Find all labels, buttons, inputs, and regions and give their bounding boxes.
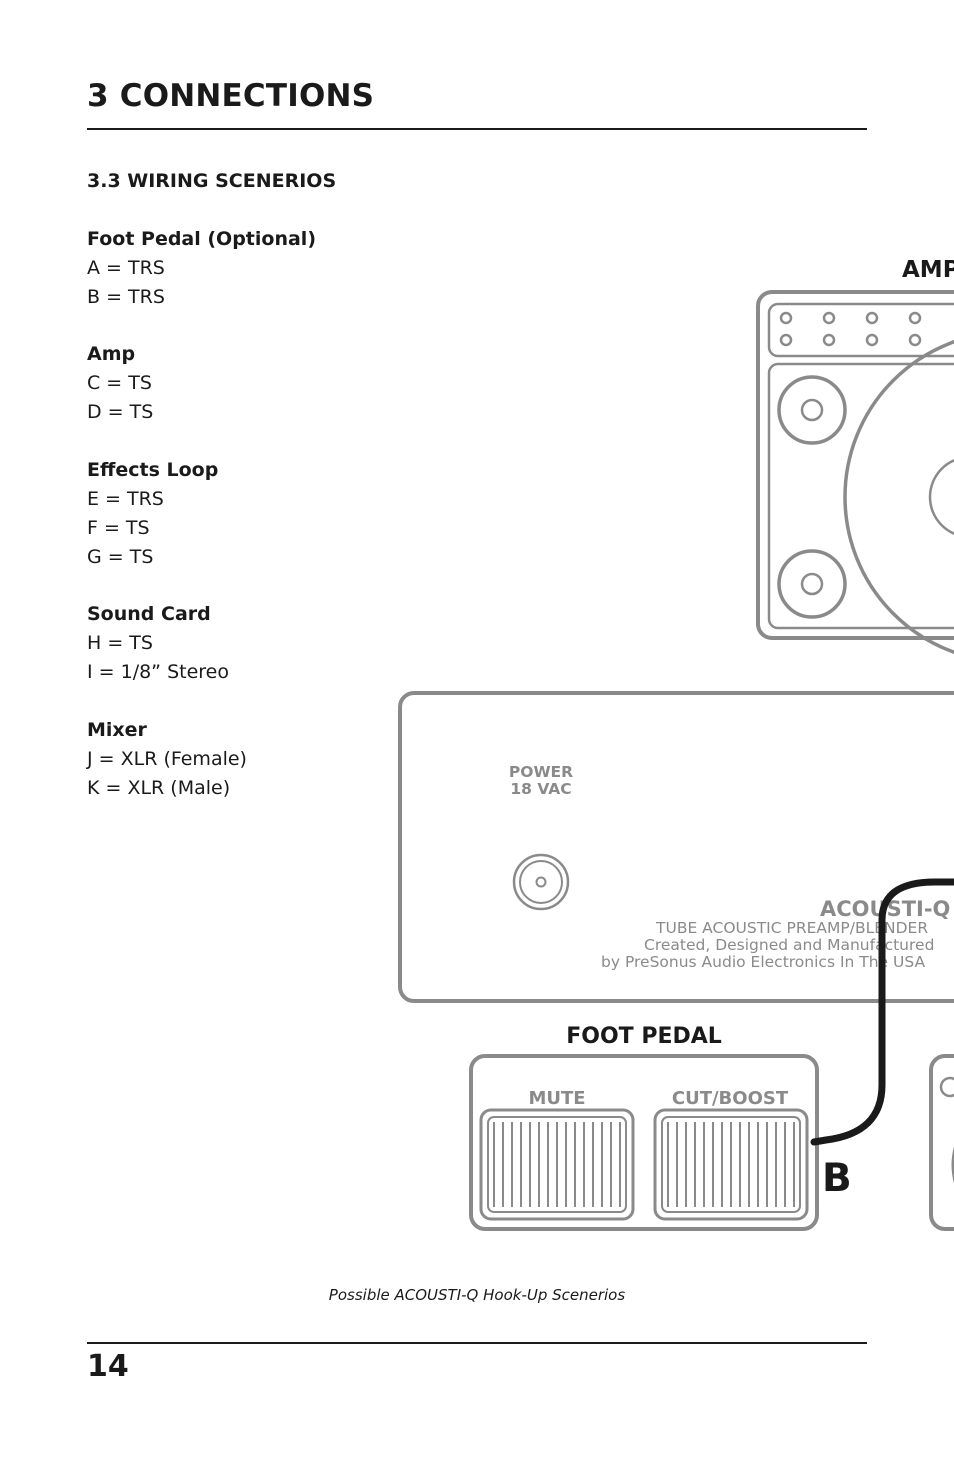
section-subtitle: 3.3 WIRING SCENERIOS xyxy=(87,170,337,192)
amp-device: AMP xyxy=(756,257,954,655)
figure-caption: Possible ACOUSTI-Q Hook-Up Scenerios xyxy=(328,1286,626,1304)
brand-line2: Created, Designed and Manufactured xyxy=(644,936,934,954)
header-rule xyxy=(87,128,867,130)
legend-heading: Effects Loop xyxy=(87,459,219,481)
cutboost-switch xyxy=(653,1108,809,1221)
connector-label-b: B xyxy=(822,1156,852,1201)
amp-speaker-cone xyxy=(843,339,954,655)
legend-item: J = XLR (Female) xyxy=(87,748,247,770)
power-label-line2: 18 VAC xyxy=(510,780,571,798)
adjacent-device-partial xyxy=(929,1054,954,1231)
power-jack-icon xyxy=(512,853,570,911)
legend-foot-pedal: Foot Pedal (Optional) A = TRS B = TRS xyxy=(87,225,316,312)
legend-item: B = TRS xyxy=(87,286,165,308)
mute-switch xyxy=(479,1108,635,1221)
amp-input-jacks xyxy=(779,311,922,347)
acousti-q-unit: POWER 18 VAC ACOUSTI-Q TUBE ACOUSTIC PRE… xyxy=(398,691,954,1003)
legend-item: K = XLR (Male) xyxy=(87,777,231,799)
brand-line3: by PreSonus Audio Electronics In The USA xyxy=(601,953,925,971)
legend-sound-card: Sound Card H = TS I = 1/8” Stereo xyxy=(87,600,229,687)
legend-amp: Amp C = TS D = TS xyxy=(87,340,153,427)
amp-label: AMP xyxy=(902,257,954,283)
page-title: 3 CONNECTIONS xyxy=(87,78,375,114)
legend-heading: Mixer xyxy=(87,719,147,741)
foot-pedal-title: FOOT PEDAL xyxy=(566,1024,722,1049)
legend-item: D = TS xyxy=(87,401,154,423)
brand-line1: TUBE ACOUSTIC PREAMP/BLENDER xyxy=(655,919,928,937)
mute-label: MUTE xyxy=(528,1088,585,1109)
legend-item: H = TS xyxy=(87,632,153,654)
legend-heading: Sound Card xyxy=(87,603,211,625)
power-label-line1: POWER xyxy=(509,763,573,781)
foot-pedal: FOOT PEDAL MUTE CUT/BOOST B xyxy=(469,1024,852,1231)
legend-item: A = TRS xyxy=(87,257,165,279)
footer-rule xyxy=(87,1342,867,1344)
legend-heading: Foot Pedal (Optional) xyxy=(87,228,317,250)
amp-speaker-cap xyxy=(928,458,954,536)
legend-item: F = TS xyxy=(87,517,150,539)
amp-speaker-screws xyxy=(777,375,847,619)
legend-item: C = TS xyxy=(87,372,152,394)
cable-b xyxy=(810,878,954,1146)
legend-heading: Amp xyxy=(87,343,136,365)
legend-item: I = 1/8” Stereo xyxy=(87,661,229,683)
legend-effects-loop: Effects Loop E = TRS F = TS G = TS xyxy=(87,456,218,572)
legend-item: G = TS xyxy=(87,546,154,568)
cutboost-label: CUT/BOOST xyxy=(672,1088,789,1109)
legend-mixer: Mixer J = XLR (Female) K = XLR (Male) xyxy=(87,716,247,803)
legend-item: E = TRS xyxy=(87,488,164,510)
page-number: 14 xyxy=(87,1349,129,1384)
